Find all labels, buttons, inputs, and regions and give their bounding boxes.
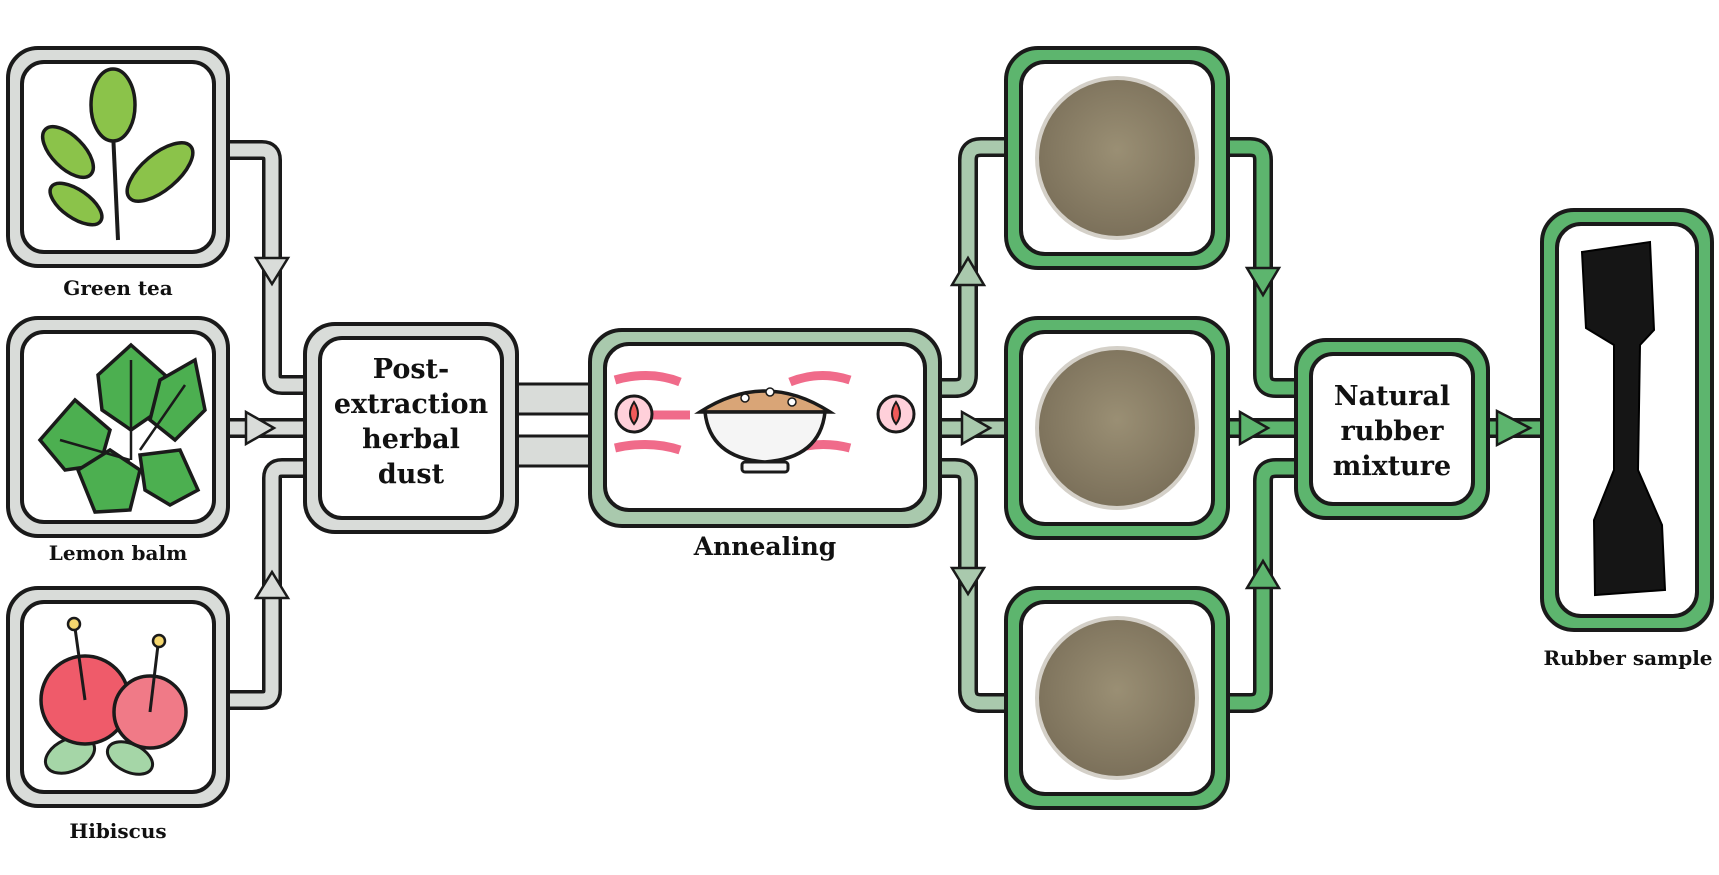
arrow-up-icon xyxy=(1244,558,1282,590)
post-extraction-dust-node: Post- extraction herbal dust xyxy=(303,322,519,534)
source-green-tea xyxy=(6,46,230,268)
source-label-green-tea: Green tea xyxy=(63,276,173,300)
mixture-line-1: Natural xyxy=(1334,381,1450,412)
arrow-right-icon xyxy=(1495,408,1533,448)
powder-sample-1 xyxy=(1004,46,1230,270)
annealing-label: Annealing xyxy=(693,532,837,561)
powder-sample-2 xyxy=(1004,316,1230,540)
source-connectors xyxy=(228,140,310,710)
petri-dish-powder-icon xyxy=(1035,346,1199,510)
dumbbell-specimen-icon xyxy=(1580,240,1667,597)
source-label-hibiscus: Hibiscus xyxy=(69,819,166,843)
petri-dish-powder-icon xyxy=(1035,616,1199,780)
dust-to-annealing-connector xyxy=(510,382,600,468)
tea-leaves-icon xyxy=(40,67,195,241)
arrow-down-icon xyxy=(1244,266,1282,298)
hibiscus-flower-icon xyxy=(39,616,188,776)
mixture-line-3: mixture xyxy=(1333,451,1451,482)
natural-rubber-mixture-node: Natural rubber mixture xyxy=(1294,338,1490,520)
dust-line-1: Post- xyxy=(373,354,449,385)
source-lemon-balm xyxy=(6,316,230,538)
powder-sample-3 xyxy=(1004,586,1230,810)
petri-dish-powder-icon xyxy=(1035,76,1199,240)
rubber-sample-node xyxy=(1540,208,1714,632)
mixture-line-2: rubber xyxy=(1340,416,1444,447)
arrow-down-icon xyxy=(949,566,987,597)
annealing-connectors xyxy=(935,137,1010,713)
annealing-node xyxy=(588,328,942,528)
dust-line-3: herbal xyxy=(362,424,460,455)
mint-leaves-icon xyxy=(37,342,207,514)
arrow-right-icon xyxy=(244,409,277,447)
arrow-up-icon xyxy=(949,255,987,287)
heated-bowl-icon xyxy=(613,370,916,474)
arrow-down-icon xyxy=(253,256,291,287)
rubber-sample-label: Rubber sample xyxy=(1543,646,1712,670)
dust-line-4: dust xyxy=(378,459,445,490)
source-hibiscus xyxy=(6,586,230,808)
dust-line-2: extraction xyxy=(334,389,489,420)
arrow-right-icon xyxy=(960,409,993,447)
arrow-right-icon xyxy=(1238,409,1271,447)
source-label-lemon-balm: Lemon balm xyxy=(49,541,188,565)
sample-connectors xyxy=(1222,137,1548,713)
arrow-up-icon xyxy=(253,569,291,600)
